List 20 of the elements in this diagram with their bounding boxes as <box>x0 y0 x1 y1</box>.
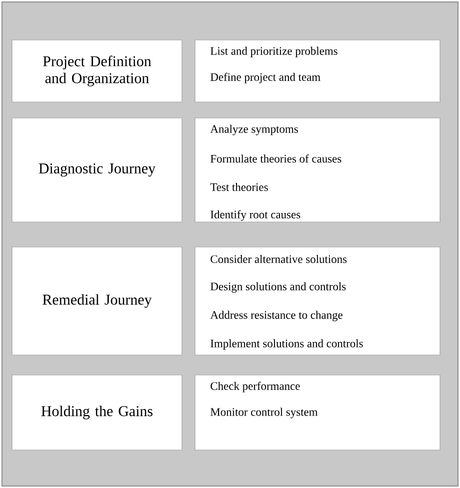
step-text: Consider alternative solutions <box>210 254 347 264</box>
step-text: Define project and team <box>210 72 320 84</box>
step-list-box <box>194 118 440 222</box>
step-text: Test theories <box>210 182 268 192</box>
step-text: Identify root causes <box>210 210 300 221</box>
step-text: Check performance <box>210 382 300 392</box>
step-list-box <box>194 246 440 356</box>
step-text: Monitor control system <box>210 408 318 418</box>
stage-box: Diagnostic Journey <box>12 118 182 222</box>
step-list-box <box>194 40 440 102</box>
step-text: Design solutions and controls <box>210 282 346 293</box>
stage-box: Remedial Journey <box>12 246 182 356</box>
step-text: Implement solutions and controls <box>210 339 363 350</box>
step-text: Analyze symptoms <box>210 124 298 136</box>
stage-box: Holding the Gains <box>12 374 182 450</box>
step-text: List and prioritize problems <box>210 46 338 58</box>
stage-box: Project Definition and Organization <box>12 40 182 102</box>
step-list-box <box>194 374 440 450</box>
step-text: Formulate theories of causes <box>210 154 342 163</box>
step-text: Address resistance to change <box>210 310 342 322</box>
